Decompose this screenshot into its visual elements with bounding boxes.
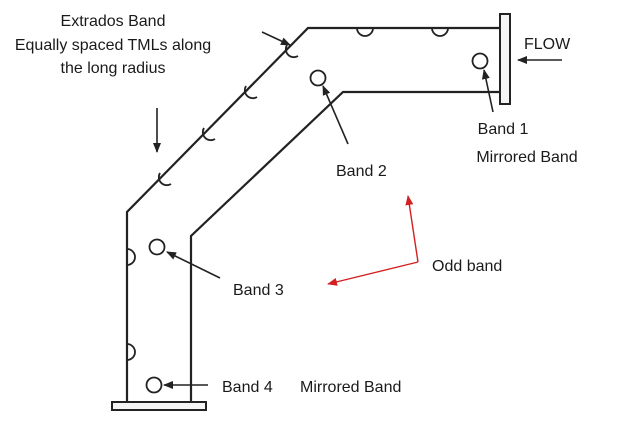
inlet-flange [499,13,511,105]
band1-label: Band 1 [478,121,529,138]
band2-leader [322,85,349,145]
flow-label: FLOW [524,36,571,53]
band2-label: Band 2 [336,163,387,180]
extrados-label-line1: Extrados Band [61,13,166,30]
outlet-flange [111,401,207,411]
band1-sublabel: Mirrored Band [476,149,577,166]
band4-sublabel: Mirrored Band [300,379,401,396]
band3-tml [148,238,166,256]
odd-band-label: Odd band [432,258,502,275]
pipe-outline [125,26,501,402]
band1-leader [481,69,494,113]
odd-band-arrows [327,195,419,286]
band4-label: Band 4 [222,379,273,396]
extrados-leader-diagonal [261,31,291,46]
band3-label: Band 3 [233,282,284,299]
band2-tml [309,69,327,87]
extrados-tmls [126,27,449,361]
band1-tml [471,52,489,70]
extrados-label-line3: the long radius [61,60,166,77]
band3-leader [166,251,221,279]
band4-tml [145,376,163,394]
extrados-label-line2: Equally spaced TMLs along [15,37,211,54]
